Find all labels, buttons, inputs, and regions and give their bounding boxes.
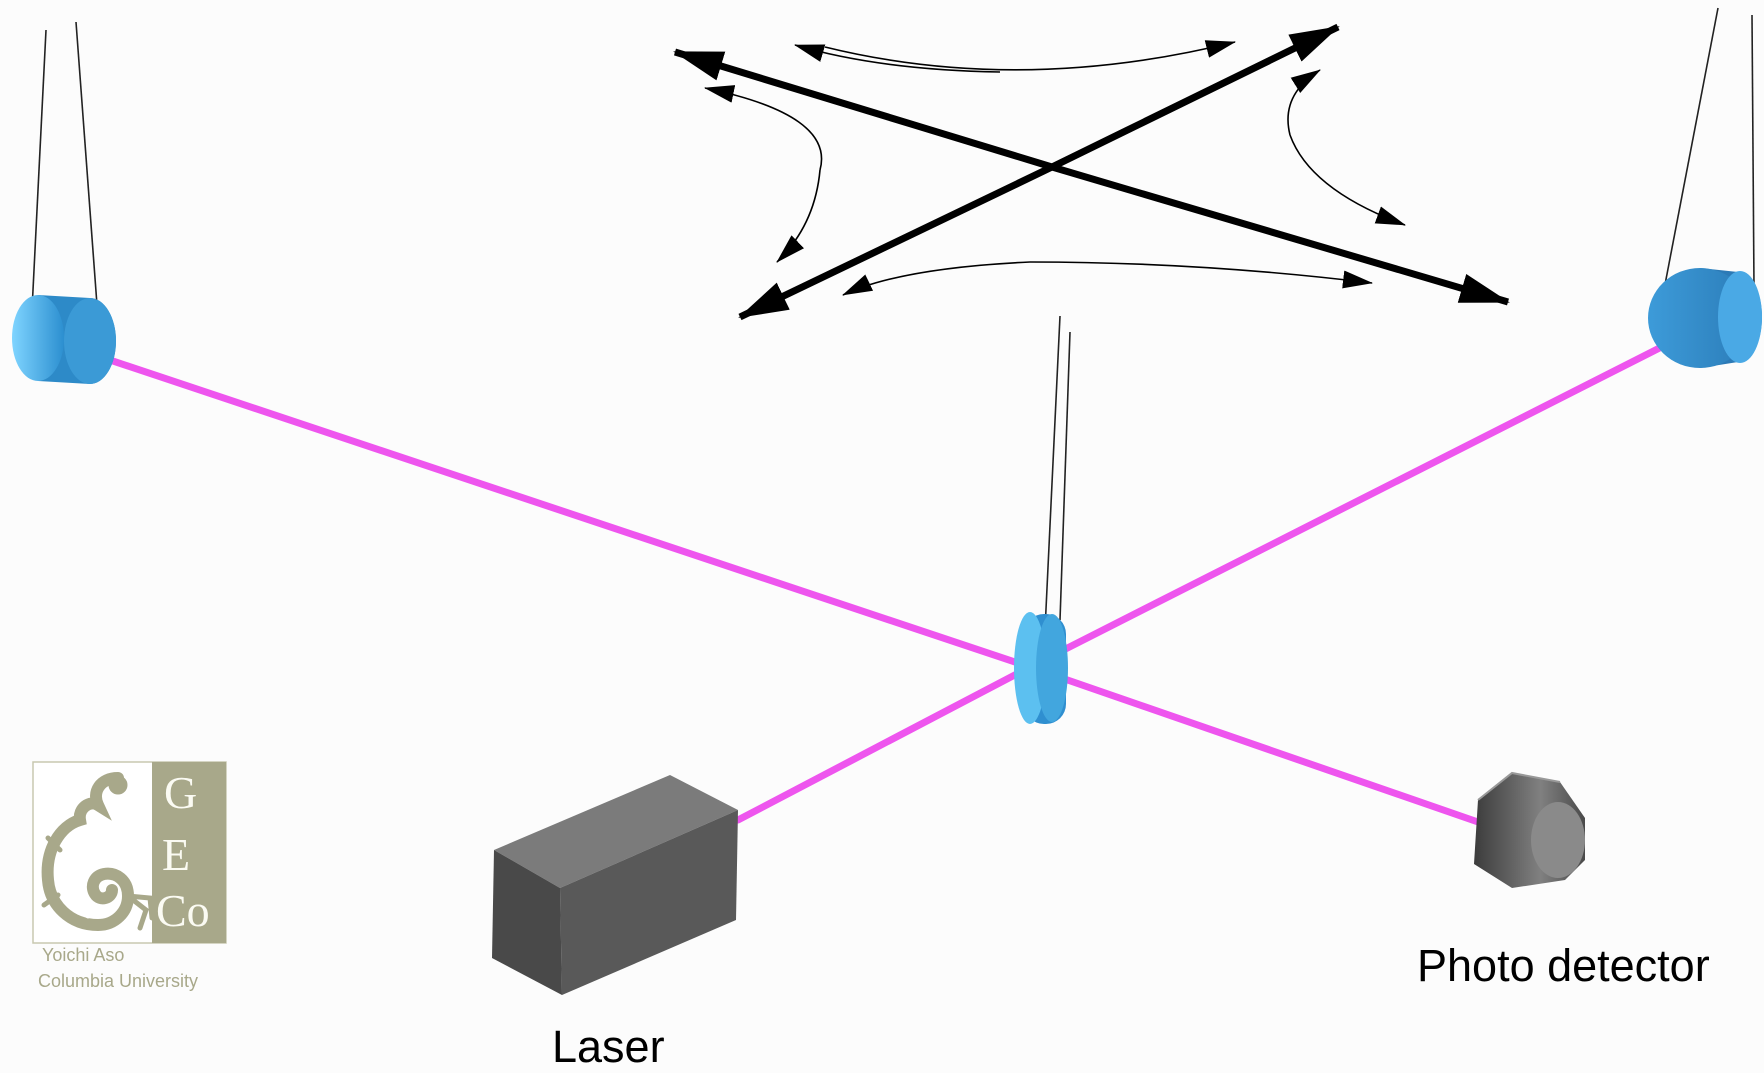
left-mirror-wire-2 <box>75 21 98 306</box>
beamsplitter-wire-1 <box>1044 315 1061 631</box>
left-mirror-icon <box>12 295 116 384</box>
laser-beams <box>76 326 1699 826</box>
cross-arrow-b-head-1 <box>1050 23 1340 171</box>
right-mirror-wire-1 <box>1662 7 1719 296</box>
curved-arrow-right <box>1287 69 1321 136</box>
suspension-wires <box>29 7 1755 631</box>
logo-letter-co: Co <box>156 885 210 936</box>
curved-arrow-right-rev <box>1289 134 1406 226</box>
cross-arrow-b-head-2 <box>738 163 1054 321</box>
right-mirror-icon <box>1648 268 1762 368</box>
right-mirror-wire-2 <box>1751 14 1755 289</box>
photo-detector-icon <box>1474 771 1585 888</box>
curved-arrow-left-rev <box>776 169 821 263</box>
beam-from-laser <box>734 663 1034 824</box>
beamsplitter-wire-2 <box>1059 331 1071 621</box>
beam-to-detector <box>1026 663 1482 826</box>
geco-logo <box>32 761 227 944</box>
beam-to-left-mirror <box>76 346 1034 671</box>
laser-label: Laser <box>552 1021 665 1072</box>
logo-author-text: Yoichi Aso <box>42 945 125 965</box>
curved-arrow-top <box>824 40 1236 71</box>
gecko-spots <box>57 832 109 919</box>
curved-arrow-bottom <box>1029 261 1373 289</box>
curved-arrow-bottom-rev <box>842 261 1031 296</box>
gecko-icon <box>41 772 155 932</box>
photo-detector-label: Photo detector <box>1417 940 1710 991</box>
beam-to-right-mirror <box>1026 326 1699 671</box>
logo-institution-text: Columbia University <box>38 971 199 991</box>
curved-arrow-left <box>704 85 823 171</box>
logo-letter-e: E <box>162 829 191 880</box>
beam-splitter-icon <box>1014 612 1068 724</box>
cross-arrow-a-head-1 <box>673 48 1054 171</box>
strain-arrows <box>673 23 1510 321</box>
curved-arrow-top-rev <box>794 44 1001 73</box>
logo-letter-g: G <box>164 767 198 818</box>
cross-arrow-a-head-2 <box>1051 163 1510 306</box>
laser-box-icon <box>492 775 738 995</box>
